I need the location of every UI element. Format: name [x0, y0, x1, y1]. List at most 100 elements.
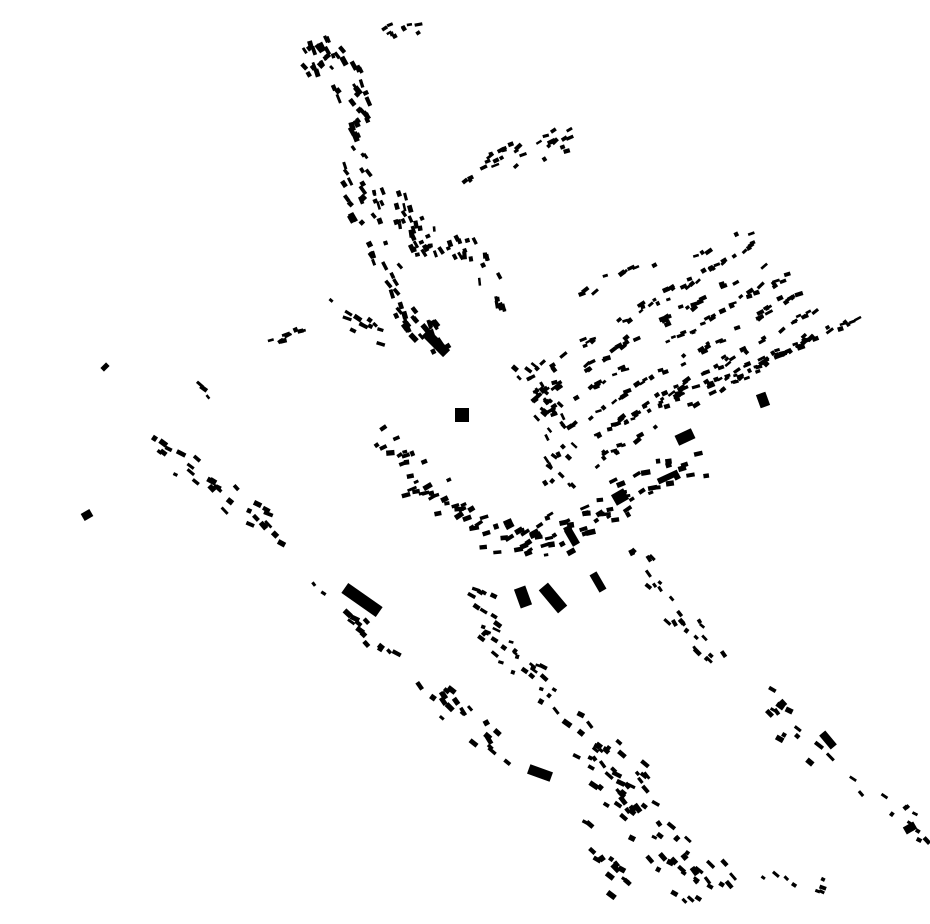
building [617, 416, 624, 423]
building [622, 339, 630, 347]
building [712, 363, 720, 370]
building [320, 590, 327, 596]
building [707, 652, 714, 659]
building [792, 341, 799, 347]
building [175, 449, 187, 458]
building [489, 592, 498, 600]
building [635, 410, 642, 416]
building [648, 553, 656, 562]
building [402, 202, 407, 212]
building [679, 283, 688, 290]
building [500, 644, 508, 652]
building [655, 458, 661, 464]
building [705, 859, 716, 869]
building [358, 321, 369, 330]
building [559, 443, 566, 450]
building [615, 778, 626, 787]
building [589, 571, 607, 593]
building [356, 132, 361, 139]
building [587, 764, 595, 771]
building [429, 693, 437, 702]
building [632, 264, 640, 271]
building [430, 492, 440, 499]
building [602, 273, 609, 278]
building [754, 369, 761, 374]
building [704, 247, 714, 256]
building [355, 117, 362, 124]
building [533, 390, 540, 397]
building [392, 435, 401, 442]
building [379, 424, 388, 432]
building [784, 706, 794, 715]
building [305, 45, 312, 52]
building [615, 480, 626, 489]
building [615, 738, 623, 746]
building [719, 338, 727, 344]
building [279, 337, 288, 344]
building [364, 168, 373, 178]
building [550, 406, 557, 412]
building [813, 740, 825, 750]
building [747, 241, 755, 249]
building [773, 347, 781, 353]
building [477, 634, 486, 643]
building [488, 151, 494, 157]
building [701, 634, 708, 642]
building [528, 528, 540, 537]
building [541, 479, 549, 487]
building [743, 360, 752, 368]
building [710, 313, 717, 319]
building [620, 367, 630, 373]
building [684, 849, 691, 856]
building [350, 145, 357, 152]
building [563, 148, 571, 155]
building [349, 212, 358, 223]
building [587, 383, 595, 391]
building [301, 47, 308, 55]
building [415, 680, 424, 691]
building [692, 253, 700, 258]
building [529, 664, 537, 672]
building [653, 485, 661, 490]
building [357, 196, 365, 205]
building [369, 250, 377, 259]
building [713, 376, 720, 383]
building [528, 672, 536, 680]
building [732, 367, 741, 375]
building [728, 301, 737, 306]
building [541, 156, 548, 163]
building [328, 297, 334, 303]
building [444, 342, 452, 350]
building [396, 262, 404, 270]
building [389, 271, 396, 280]
building [585, 338, 594, 345]
building [551, 532, 558, 539]
building [668, 595, 675, 602]
building [362, 617, 371, 625]
building [639, 380, 646, 386]
building [524, 366, 533, 374]
building [733, 231, 740, 238]
building [739, 345, 748, 353]
building [660, 389, 669, 397]
building [756, 281, 765, 290]
building [652, 297, 657, 303]
building [656, 469, 680, 485]
building [508, 640, 514, 644]
building [720, 858, 729, 868]
building [743, 349, 750, 356]
building [560, 412, 566, 421]
building [570, 422, 576, 428]
building [381, 25, 389, 32]
building [778, 326, 786, 334]
building [550, 408, 558, 416]
building [362, 152, 369, 160]
building [555, 384, 564, 392]
building [80, 509, 94, 521]
building [746, 367, 753, 374]
building [421, 243, 430, 253]
building [365, 240, 374, 249]
building [460, 501, 467, 508]
building [638, 308, 644, 314]
